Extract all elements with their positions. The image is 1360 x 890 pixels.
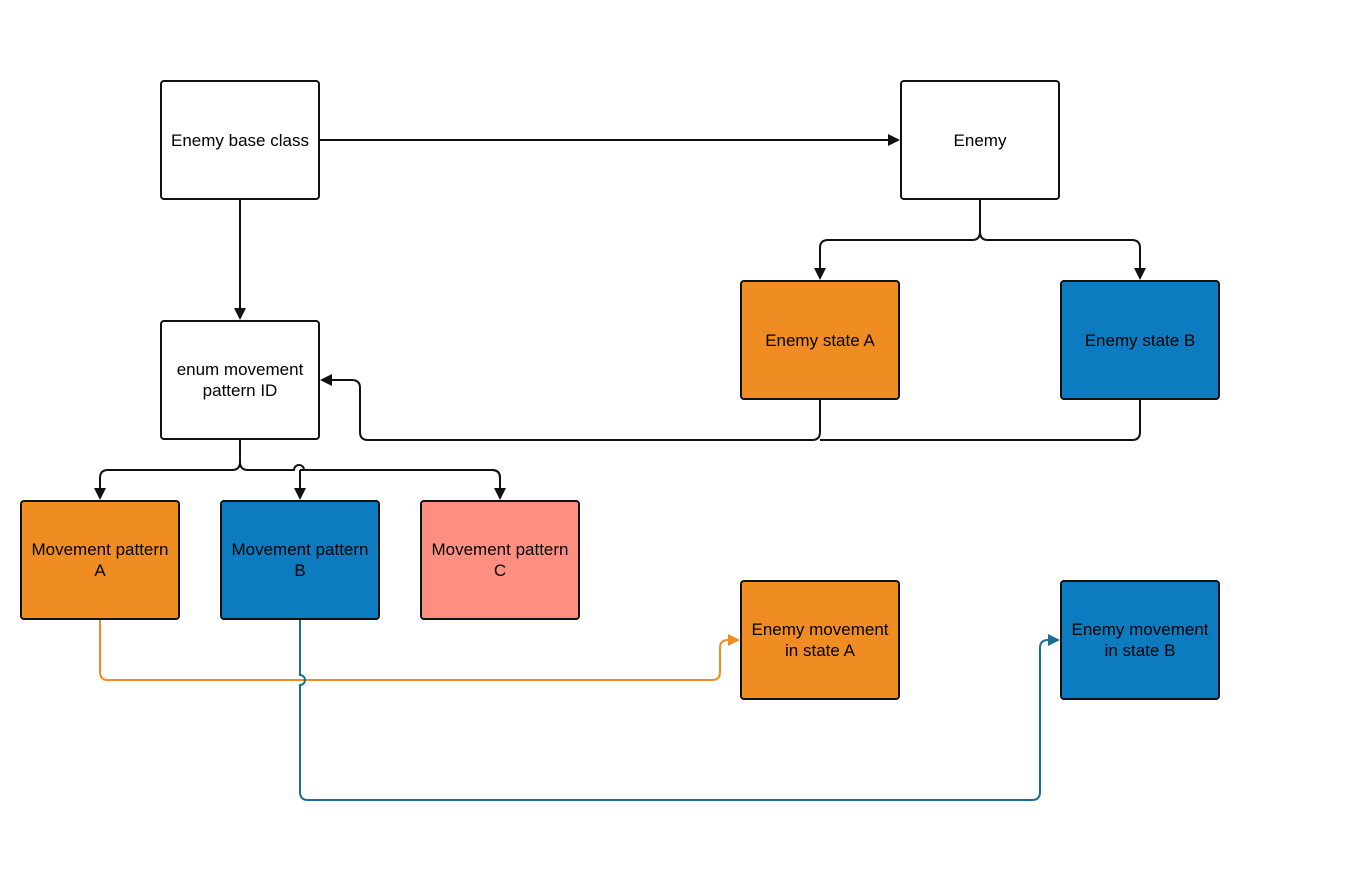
node-label: Enemy state A xyxy=(765,330,875,350)
node-label: Enemy base class xyxy=(171,130,309,150)
connector-line xyxy=(979,200,1141,268)
arrowhead-icon xyxy=(234,308,246,320)
arrowhead-icon xyxy=(294,488,306,500)
node-label: Enemy movement in state B xyxy=(1071,620,1209,660)
node-movement-pattern-b[interactable]: Movement pattern B xyxy=(220,500,380,620)
node-label: Movement pattern B xyxy=(231,540,369,580)
node-enemy-state-a[interactable]: Enemy state A xyxy=(740,280,900,400)
arrowhead-icon xyxy=(1134,268,1146,280)
connector-enemy-to-enemy-state-a xyxy=(814,200,981,280)
arrowhead-icon xyxy=(888,134,900,146)
node-label: enum movement pattern ID xyxy=(176,360,304,400)
arrowhead-icon xyxy=(320,374,332,386)
connector-line xyxy=(99,440,241,488)
connector-enemy-base-class-to-enemy xyxy=(320,134,900,146)
connector-movement-pattern-b-to-enemy-movement-state-b xyxy=(299,620,1060,801)
node-movement-pattern-c[interactable]: Movement pattern C xyxy=(420,500,580,620)
arrowhead-icon xyxy=(814,268,826,280)
node-enemy-base-class[interactable]: Enemy base class xyxy=(160,80,320,200)
node-label: Enemy xyxy=(953,130,1007,150)
connector-line xyxy=(332,379,821,441)
connector-enemy-state-a-to-enum-movement-pattern-id xyxy=(320,374,821,441)
node-label: Movement pattern C xyxy=(431,540,569,580)
connector-enemy-state-b-to-enum-movement-pattern-id xyxy=(820,400,1141,441)
connector-line xyxy=(819,200,981,268)
node-enemy-movement-in-state-b[interactable]: Enemy movement in state B xyxy=(1060,580,1220,700)
arrowhead-icon xyxy=(94,488,106,500)
connector-enum-movement-pattern-id-to-movement-pattern-a xyxy=(94,440,241,500)
arrowhead-icon xyxy=(728,634,740,646)
connector-line xyxy=(820,400,1141,441)
connector-enum-movement-pattern-id-to-movement-pattern-c xyxy=(300,469,506,500)
node-label: Enemy state B xyxy=(1084,330,1196,350)
connector-movement-pattern-a-to-enemy-movement-state-a xyxy=(99,620,740,681)
arrowhead-icon xyxy=(1048,634,1060,646)
node-enemy[interactable]: Enemy xyxy=(900,80,1060,200)
node-enemy-movement-in-state-a[interactable]: Enemy movement in state A xyxy=(740,580,900,700)
connector-line xyxy=(300,469,501,488)
connector-enemy-to-enemy-state-b xyxy=(979,200,1146,280)
node-label: Movement pattern A xyxy=(31,540,169,580)
node-enemy-state-b[interactable]: Enemy state B xyxy=(1060,280,1220,400)
connector-line xyxy=(239,440,501,488)
node-movement-pattern-a[interactable]: Movement pattern A xyxy=(20,500,180,620)
connector-line xyxy=(299,620,1050,801)
node-enum-movement-pattern-id[interactable]: enum movement pattern ID xyxy=(160,320,320,440)
node-label: Enemy movement in state A xyxy=(751,620,889,660)
arrowhead-icon xyxy=(494,488,506,500)
connector-enemy-base-class-to-enum-movement-pattern-id xyxy=(234,200,246,320)
connector-line xyxy=(99,620,730,681)
